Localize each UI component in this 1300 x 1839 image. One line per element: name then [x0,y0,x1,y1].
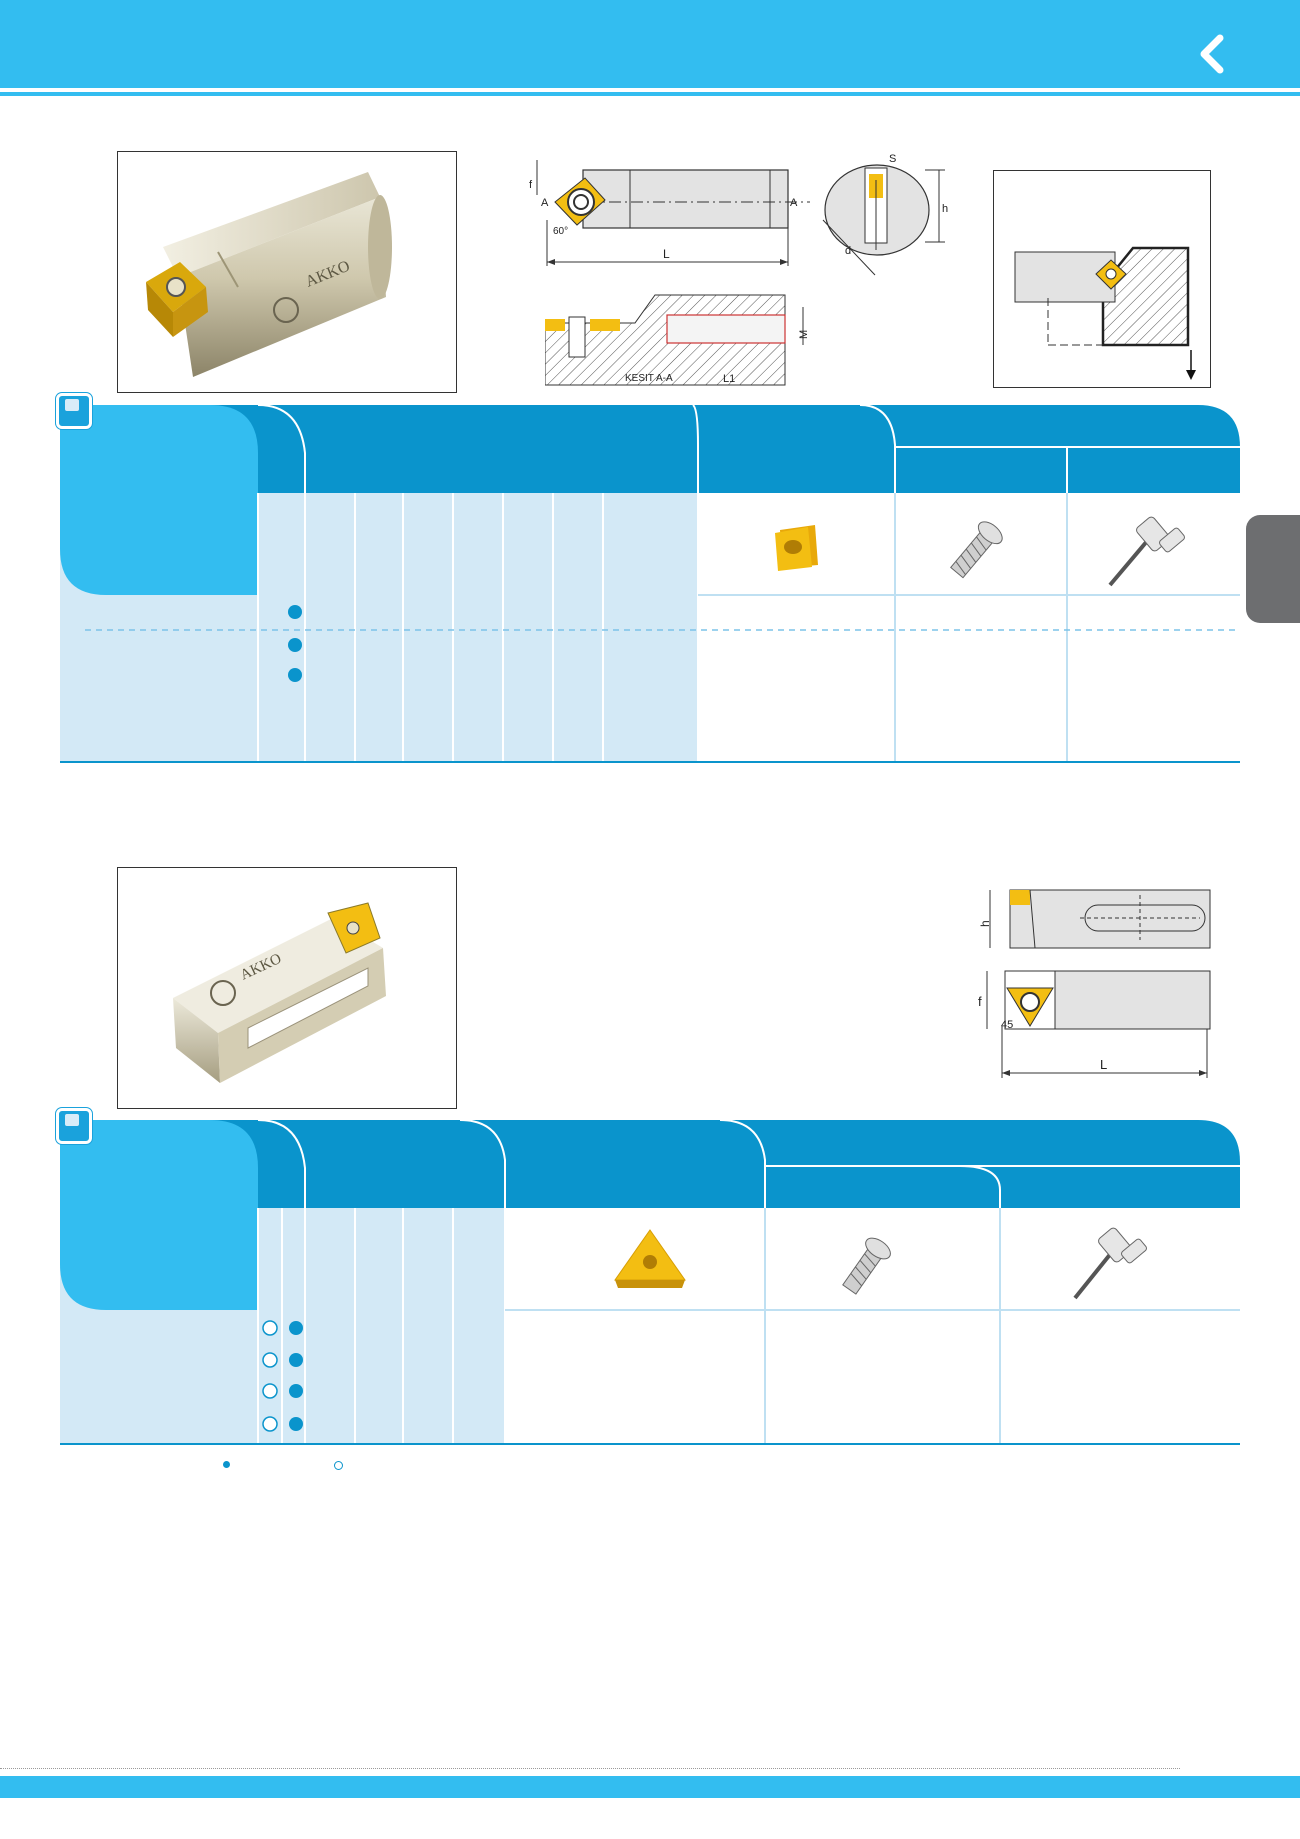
legend-hollow-dot [334,1461,343,1470]
chevron-left-icon[interactable] [1196,34,1226,74]
availability-dot [288,668,302,682]
legend-filled-dot [223,1461,230,1468]
table-2-corner-tab [56,1108,92,1144]
torx-key-icon [1073,1227,1147,1300]
tool-holder-image: AKKO [146,172,392,377]
footer-dotted-rule [0,1768,1180,1769]
technical-drawing-top-view: f A A 60° L [529,160,810,266]
table-1 [56,393,1240,763]
screw-icon [950,521,1003,579]
tool-holder-image: AKKO [173,902,386,1083]
dim-label-s: S [889,153,896,165]
chapter-side-tab[interactable] [1246,515,1300,623]
dim-label-angle: 45 [1001,1019,1013,1031]
dim-label-h: h [942,203,948,215]
technical-drawing-section-view: KESIT A-A L1 M [545,294,810,386]
page-header [0,0,1300,88]
availability-markers [262,1320,303,1432]
torx-key-icon [1108,516,1185,587]
square-insert-icon [775,525,818,571]
technical-drawing-front-view: h S d [822,153,948,276]
dim-label-h: h [978,920,992,927]
section-label: KESIT A-A [625,373,673,384]
application-drawing-1 [993,170,1211,388]
technical-drawing-side-view: h [978,889,1211,949]
product-photo-1: AKKO [117,151,457,393]
dim-label-l: L [663,247,670,261]
table-2 [56,1108,1240,1445]
dim-label-angle: 60° [553,226,568,237]
page-footer [0,1776,1300,1798]
product-photo-2: AKKO [117,867,457,1109]
availability-dot [288,605,302,619]
availability-dot [288,638,302,652]
section-mark-a-right: A [790,197,798,209]
header-divider [0,92,1300,96]
triangle-insert-icon [614,1229,686,1288]
section-mark-a-left: A [541,197,549,209]
screw-icon [842,1237,891,1295]
dim-label-d: d [845,245,851,257]
technical-drawing-top-view-2: f 45 L [978,970,1211,1078]
dim-label-l1: L1 [723,373,735,385]
dim-label-l: L [1100,1057,1107,1072]
dim-label-f: f [529,179,533,191]
table-1-corner-tab [56,393,92,429]
dim-label-m: M [798,330,810,339]
dim-label-f: f [978,994,982,1009]
